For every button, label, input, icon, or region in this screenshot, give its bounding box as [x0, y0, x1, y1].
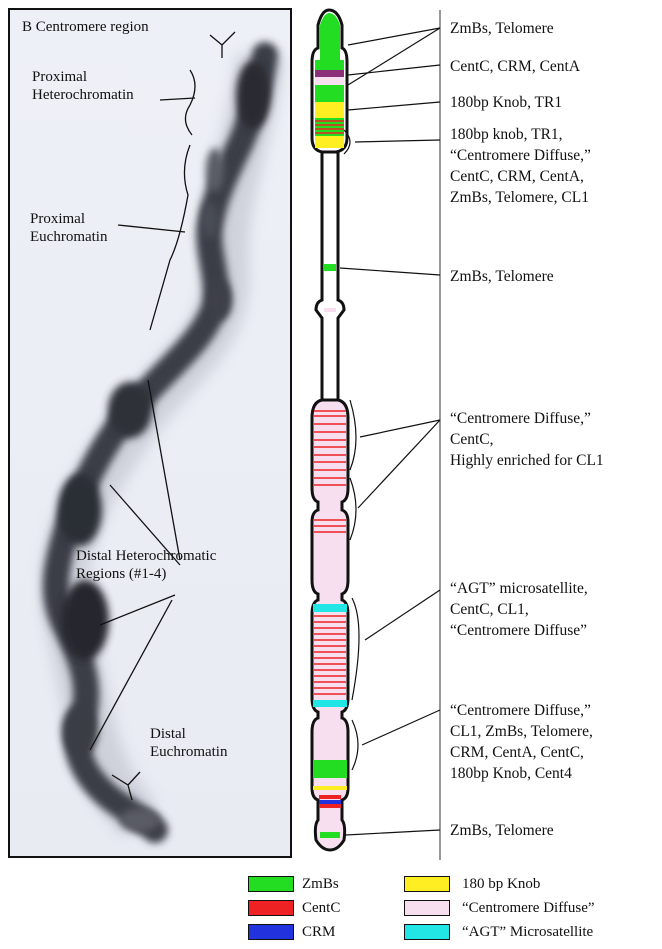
legend-swatch-centromere-diffuse	[404, 900, 450, 916]
label-top-zmbs: ZmBs, Telomere	[450, 18, 554, 39]
label-bottom-zmbs: ZmBs, Telomere	[450, 820, 554, 841]
legend-label-180bp-knob: 180 bp Knob	[462, 875, 540, 893]
leader-lines	[340, 28, 440, 835]
label-agt-microsatellite: “AGT” microsatellite,CentC, CL1, “Centro…	[450, 578, 588, 641]
legend-swatch-centc	[248, 900, 294, 916]
label-centromere-diffuse-1: “Centromere Diffuse,”CentC, Highly enric…	[450, 408, 604, 471]
label-centc-crm-centa: CentC, CRM, CentA	[450, 56, 580, 77]
label-180bp-knob: 180bp Knob, TR1	[450, 92, 562, 113]
legend-swatch-180bp-knob	[404, 876, 450, 892]
ideogram-distal-region	[312, 400, 348, 850]
legend-label-agt: “AGT” Microsatellite	[462, 923, 593, 941]
label-knob-complex: 180bp knob, TR1,“Centromere Diffuse,” Ce…	[450, 124, 591, 208]
legend-label-centromere-diffuse: “Centromere Diffuse”	[462, 899, 595, 917]
label-mid-zmbs: ZmBs, Telomere	[450, 266, 554, 287]
legend-label-crm: CRM	[302, 923, 335, 941]
legend-label-zmbs: ZmBs	[302, 875, 339, 893]
legend-swatch-zmbs	[248, 876, 294, 892]
legend-swatch-agt	[404, 924, 450, 940]
label-centromere-diffuse-2: “Centromere Diffuse,”CL1, ZmBs, Telomere…	[450, 700, 593, 784]
legend-swatch-crm	[248, 924, 294, 940]
ideogram-top-segment	[312, 10, 347, 158]
ideogram-stalk	[316, 152, 344, 400]
legend-label-centc: CentC	[302, 899, 340, 917]
